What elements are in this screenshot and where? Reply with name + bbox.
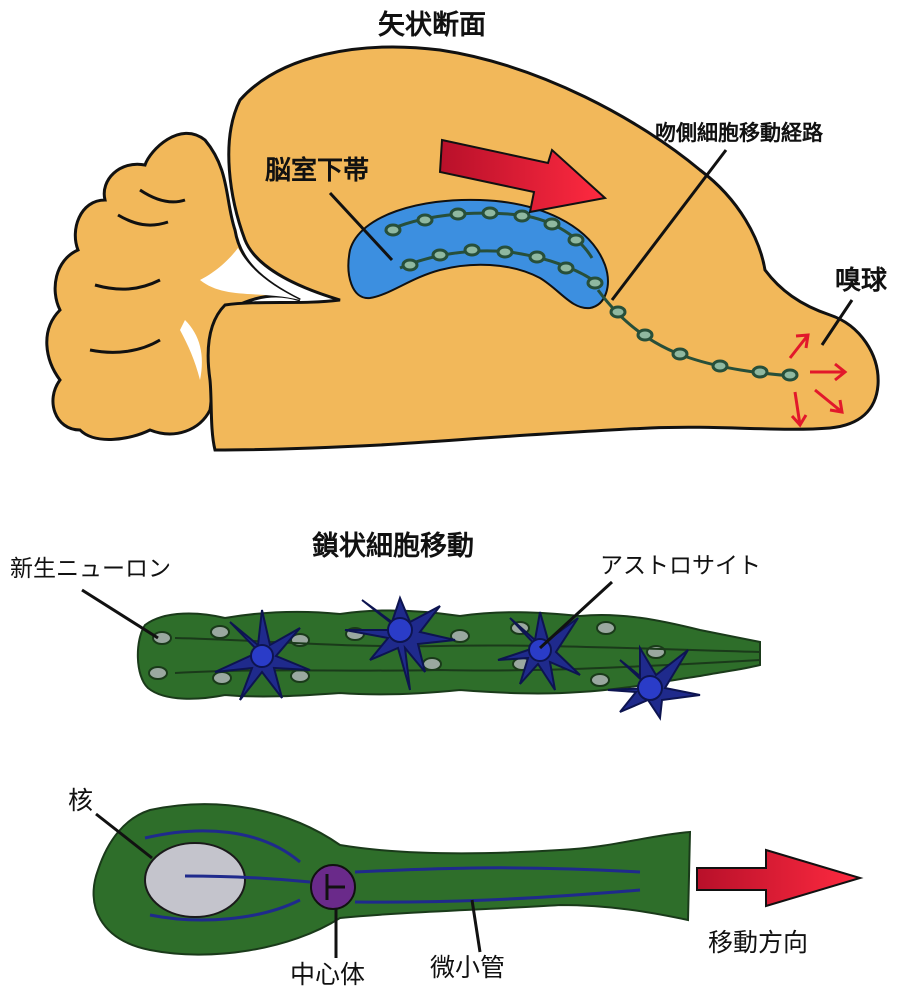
direction-label: 移動方向 [708, 930, 808, 955]
nucleus [145, 843, 245, 917]
chain-migration-title: 鎖状細胞移動 [312, 533, 474, 560]
centrosome-label: 中心体 [290, 962, 365, 987]
brain-sagittal-section [47, 47, 878, 450]
movement-direction-arrow [697, 850, 860, 906]
new-neuron-label: 新生ニューロン [10, 558, 171, 581]
astrocyte-label: アストロサイト [600, 555, 761, 578]
neuron-leader-line [82, 590, 158, 638]
rms-label: 吻側細胞移動経路 [655, 123, 823, 144]
olfactory-bulb-label: 嗅球 [835, 268, 887, 294]
microtubule-label: 微小管 [430, 955, 505, 980]
svz-label: 脳室下帯 [265, 158, 369, 184]
chain-migration-illustration [82, 582, 760, 718]
sagittal-title: 矢状断面 [378, 12, 486, 39]
nucleus-label: 核 [68, 788, 93, 813]
